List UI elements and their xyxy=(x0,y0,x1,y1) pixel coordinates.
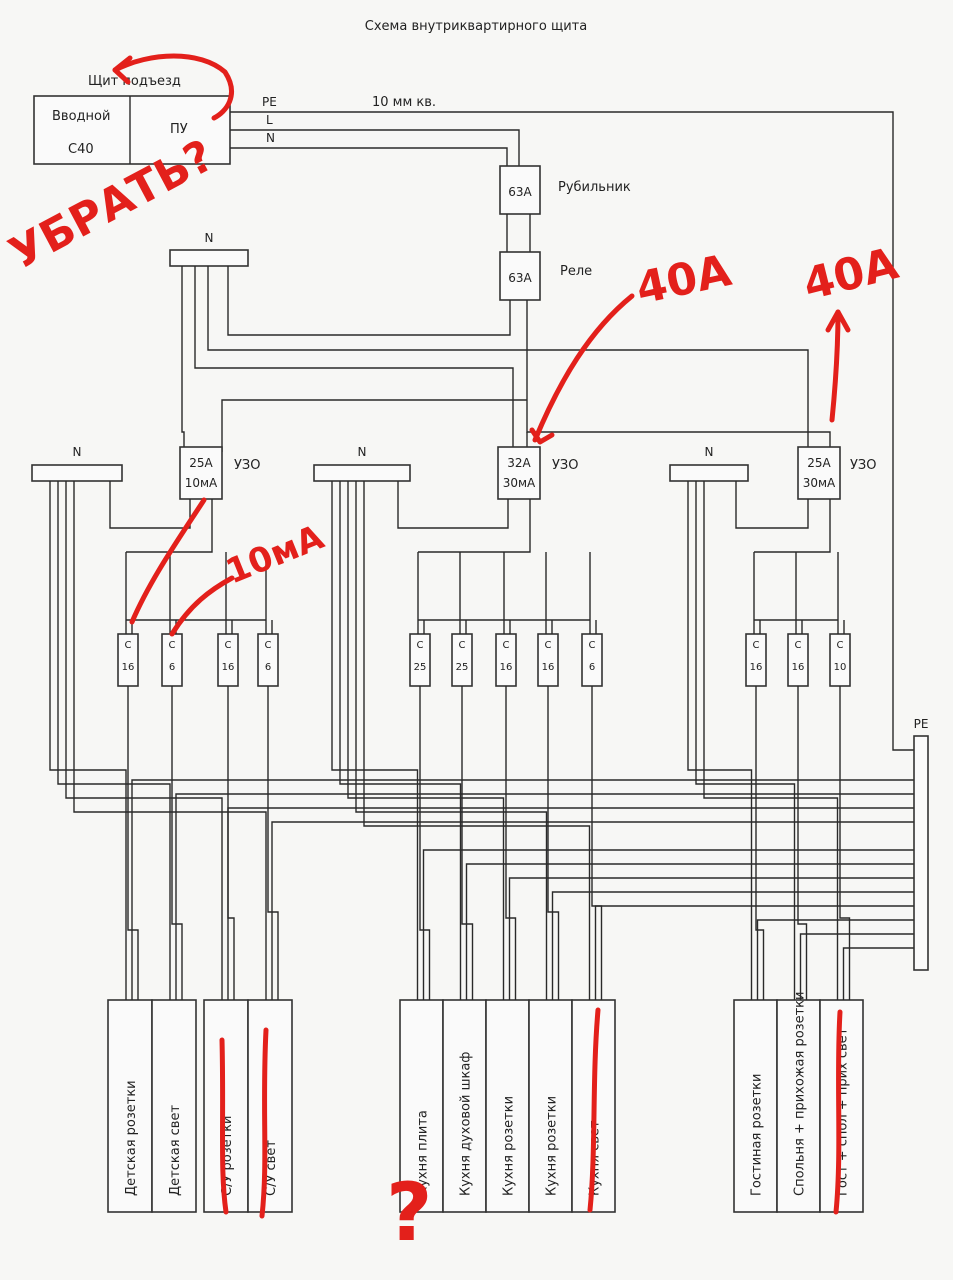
strike-cy-light xyxy=(259,1027,269,1219)
main-n-bus-label: N xyxy=(205,231,214,245)
load-label: Кухня плита xyxy=(416,1110,431,1196)
main-switch-label: Рубильник xyxy=(558,180,631,195)
breaker-type: C xyxy=(545,640,552,651)
entry-panel-label: Щит подъезд xyxy=(88,74,181,89)
load-label: Гостиная розетки xyxy=(750,1074,765,1196)
breaker-rating: 6 xyxy=(169,662,175,673)
load-circuit xyxy=(247,999,293,1213)
l-main-wire xyxy=(230,129,520,166)
breaker-rating: 16 xyxy=(750,662,763,673)
breaker-type: C xyxy=(417,640,424,651)
load-circuit xyxy=(203,999,249,1213)
load-circuit xyxy=(528,999,573,1213)
breaker-rating: 16 xyxy=(792,662,805,673)
rcd-group-1 xyxy=(179,446,223,500)
breaker-rating: 25 xyxy=(456,662,469,673)
rcd-type-label: УЗО xyxy=(234,458,261,473)
load-label: Спольня + прихожая розетки xyxy=(793,992,808,1196)
rcd-group-3 xyxy=(797,446,841,500)
voltage-relay-label: Реле xyxy=(560,264,592,279)
meter-label: ПУ xyxy=(170,122,188,137)
load-label: С/У свет xyxy=(264,1140,279,1196)
rcd-type-label: УЗО xyxy=(552,458,579,473)
n-bus-label: N xyxy=(358,445,367,459)
load-circuit xyxy=(399,999,444,1213)
n-bus-label: N xyxy=(705,445,714,459)
breaker-type: C xyxy=(837,640,844,651)
load-circuit xyxy=(151,999,197,1213)
load-circuit xyxy=(776,999,821,1213)
breaker-type: C xyxy=(795,640,802,651)
n-main-wire xyxy=(230,147,508,166)
n-bus-group-2 xyxy=(313,464,411,482)
annotation-10ma-text: 10мА xyxy=(220,517,330,592)
annotation-40a-2-text: 40А xyxy=(798,238,903,311)
group-1: N 25A 10мА УЗО Детская розетки Детская свет С/… xyxy=(31,445,914,1213)
breaker-rating: 10 xyxy=(834,662,847,673)
rcd-rating: 25A xyxy=(807,456,831,470)
load-label: Кухня розетки xyxy=(545,1096,560,1196)
rcd-leak-current: 30мА xyxy=(803,476,836,490)
strike-kitchen-light xyxy=(587,1007,601,1213)
strike-cy-sockets xyxy=(219,1037,229,1215)
load-label: Кухня духовой шкаф xyxy=(459,1052,474,1196)
entry-breaker-rating: С40 xyxy=(68,142,94,157)
pe-bus xyxy=(913,735,929,971)
n-bus-label: N xyxy=(73,445,82,459)
breaker-type: C xyxy=(589,640,596,651)
breaker-type: C xyxy=(125,640,132,651)
main-switch-rating: 63A xyxy=(508,185,532,199)
group-3: N 25A 30мА УЗО Гостиная розетки Спольня + при… xyxy=(669,445,914,1213)
rcd-rating: 32A xyxy=(507,456,531,470)
annotation-40a-2: 40А xyxy=(798,238,903,423)
annotation-question-text: ? xyxy=(386,1166,432,1259)
cable-label: 10 мм кв. xyxy=(372,95,436,110)
breaker-rating: 6 xyxy=(589,662,595,673)
breaker-rating: 25 xyxy=(414,662,427,673)
breaker-type: C xyxy=(503,640,510,651)
load-label: Детская розетки xyxy=(124,1080,139,1196)
rcd-leak-current: 10мА xyxy=(185,476,218,490)
breaker-type: C xyxy=(225,640,232,651)
breaker-type: C xyxy=(459,640,466,651)
rcd-type-label: УЗО xyxy=(850,458,877,473)
n-bus-group-1 xyxy=(31,464,123,482)
breaker-rating: 16 xyxy=(500,662,513,673)
load-circuit xyxy=(485,999,530,1213)
annotation-question: ? xyxy=(386,1166,432,1259)
annotation-remove: УБРАТЬ? xyxy=(1,53,234,280)
rcd-group-2 xyxy=(497,446,541,500)
main-switch xyxy=(499,165,541,215)
rcd-rating: 25A xyxy=(189,456,213,470)
breaker-rating: 16 xyxy=(122,662,135,673)
load-label: Кухня розетки xyxy=(502,1096,517,1196)
entry-breaker-name: Вводной xyxy=(52,109,110,124)
breaker-rating: 16 xyxy=(222,662,235,673)
main-n-bus xyxy=(169,249,249,267)
breaker-type: C xyxy=(753,640,760,651)
voltage-relay-rating: 63A xyxy=(508,271,532,285)
breaker-type: C xyxy=(169,640,176,651)
pe-bus-label: PE xyxy=(914,717,929,731)
breaker-type: C xyxy=(265,640,272,651)
voltage-relay xyxy=(499,251,541,301)
wire-l-label: L xyxy=(266,113,273,127)
wire-pe-label: PE xyxy=(262,95,277,109)
strike-living-light xyxy=(833,1009,843,1215)
page-title: Схема внутриквартирного щита xyxy=(365,19,587,34)
wire-n-label: N xyxy=(266,131,275,145)
load-circuit xyxy=(107,999,153,1213)
annotation-40a-1-text: 40А xyxy=(632,245,736,315)
load-circuit xyxy=(442,999,487,1213)
pe-main-wire xyxy=(230,111,915,751)
rcd-leak-current: 30мА xyxy=(503,476,536,490)
n-bus-group-3 xyxy=(669,464,749,482)
entry-panel xyxy=(33,95,231,165)
breaker-rating: 16 xyxy=(542,662,555,673)
load-label: Детская свет xyxy=(168,1105,183,1196)
breaker-rating: 6 xyxy=(265,662,271,673)
annotation-10ma: 10мА xyxy=(129,497,330,637)
